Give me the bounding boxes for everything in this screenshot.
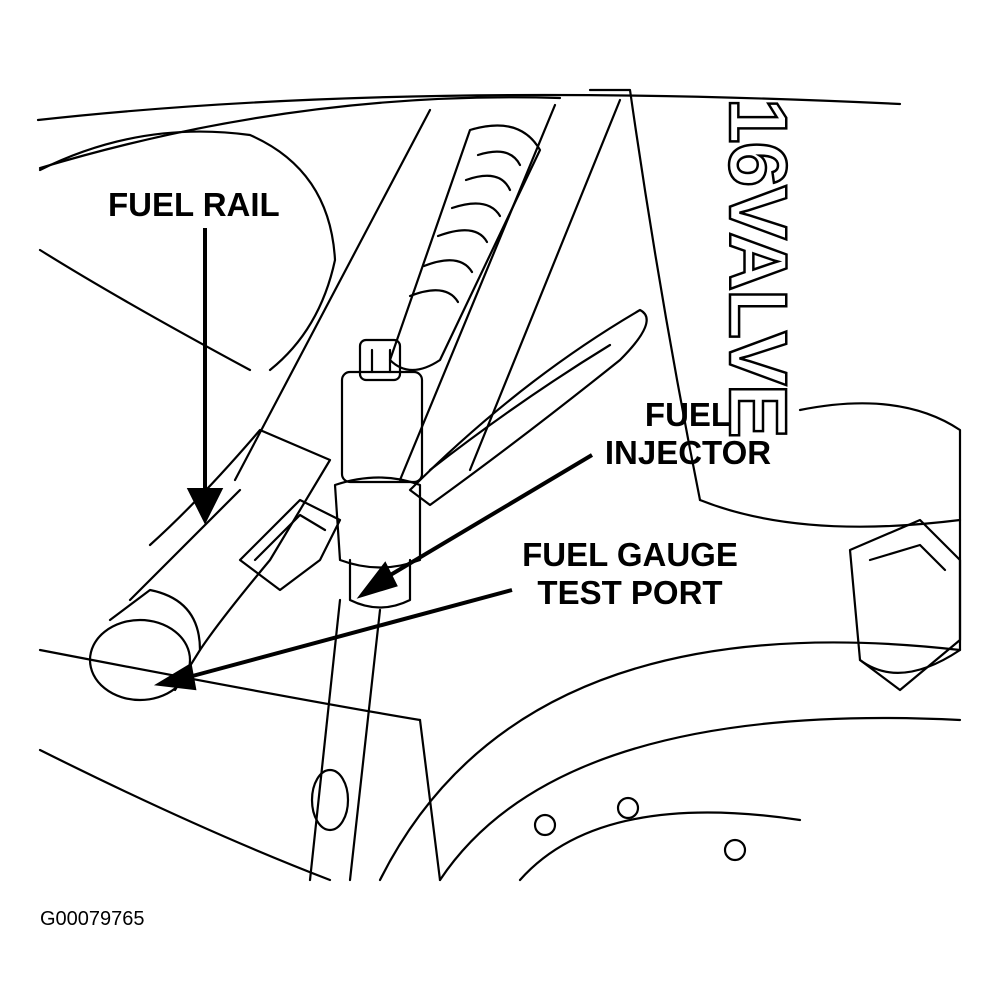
test-port-cap-body (108, 588, 202, 692)
fuel-injector-arrow (380, 453, 594, 582)
injector-nozzle (348, 558, 412, 609)
intake-dome-outline (38, 130, 337, 372)
fuel-rail-label: FUEL RAIL (108, 186, 280, 223)
hose-band (436, 229, 489, 244)
fuel-rail-edge (128, 488, 242, 602)
pulley-outer (378, 641, 962, 882)
engine-block-line (38, 748, 332, 882)
fuel-gauge-label-line-2: TEST PORT (537, 574, 723, 611)
fuel-injector-body (333, 476, 422, 569)
injector-bracket (408, 308, 648, 507)
fuel-injector-label-line-1: FUEL (644, 396, 732, 433)
test-port-arrowhead (153, 662, 197, 691)
fuel-rail-arrowhead (186, 488, 224, 525)
fuel-injector-label: FUEL INJECTOR (588, 396, 788, 472)
pulley-hole (723, 838, 747, 862)
pulley-hole (533, 813, 557, 837)
test-port-clip (238, 498, 342, 592)
injector-bracket-inner (428, 343, 612, 472)
connector-latch (370, 348, 392, 374)
engine-block-line (308, 598, 342, 882)
valve-cover-edge (698, 498, 962, 528)
engine-block-line (418, 718, 442, 882)
svg-text:16VALVE: 16VALVE (712, 98, 803, 436)
hose-band (422, 259, 474, 274)
cam-housing-outline (798, 402, 962, 674)
hood-edge-line (36, 93, 902, 122)
valve-cover-edge (588, 88, 702, 502)
engine-block-line (348, 608, 382, 882)
pulley-hub (518, 811, 802, 882)
intake-runner-edge (233, 108, 432, 482)
hood-edge-line (38, 96, 562, 170)
pulley-inner (438, 716, 962, 882)
hose-band (476, 150, 522, 167)
fuel-gauge-test-port-label: FUEL GAUGE TEST PORT (505, 536, 755, 612)
fuel-injector-label-line-2: INJECTOR (604, 434, 772, 471)
hose-band (450, 202, 502, 218)
fuel-injector-arrowhead (356, 561, 398, 599)
connector-tab (358, 338, 402, 382)
fuel-rail-tube (148, 428, 332, 652)
intake-runner-edge (468, 98, 622, 472)
engine-block-line (38, 648, 422, 722)
hex-bolt (848, 518, 962, 692)
hose-band (408, 289, 460, 304)
figure-id: G00079765 (40, 908, 145, 930)
hose-band (464, 174, 512, 192)
fuel-gauge-label-line-1: FUEL GAUGE (522, 536, 738, 573)
test-port-arrow (184, 588, 513, 680)
bolt-head (310, 768, 350, 832)
test-port-clip-inner (253, 513, 327, 562)
injector-connector (340, 370, 424, 484)
engine-cover-lettering: 16VALVE (711, 97, 805, 438)
intake-runner-edge (398, 103, 557, 482)
intake-dome-inner (38, 248, 252, 372)
hex-bolt-face (868, 543, 947, 572)
pulley-hole (616, 796, 640, 820)
